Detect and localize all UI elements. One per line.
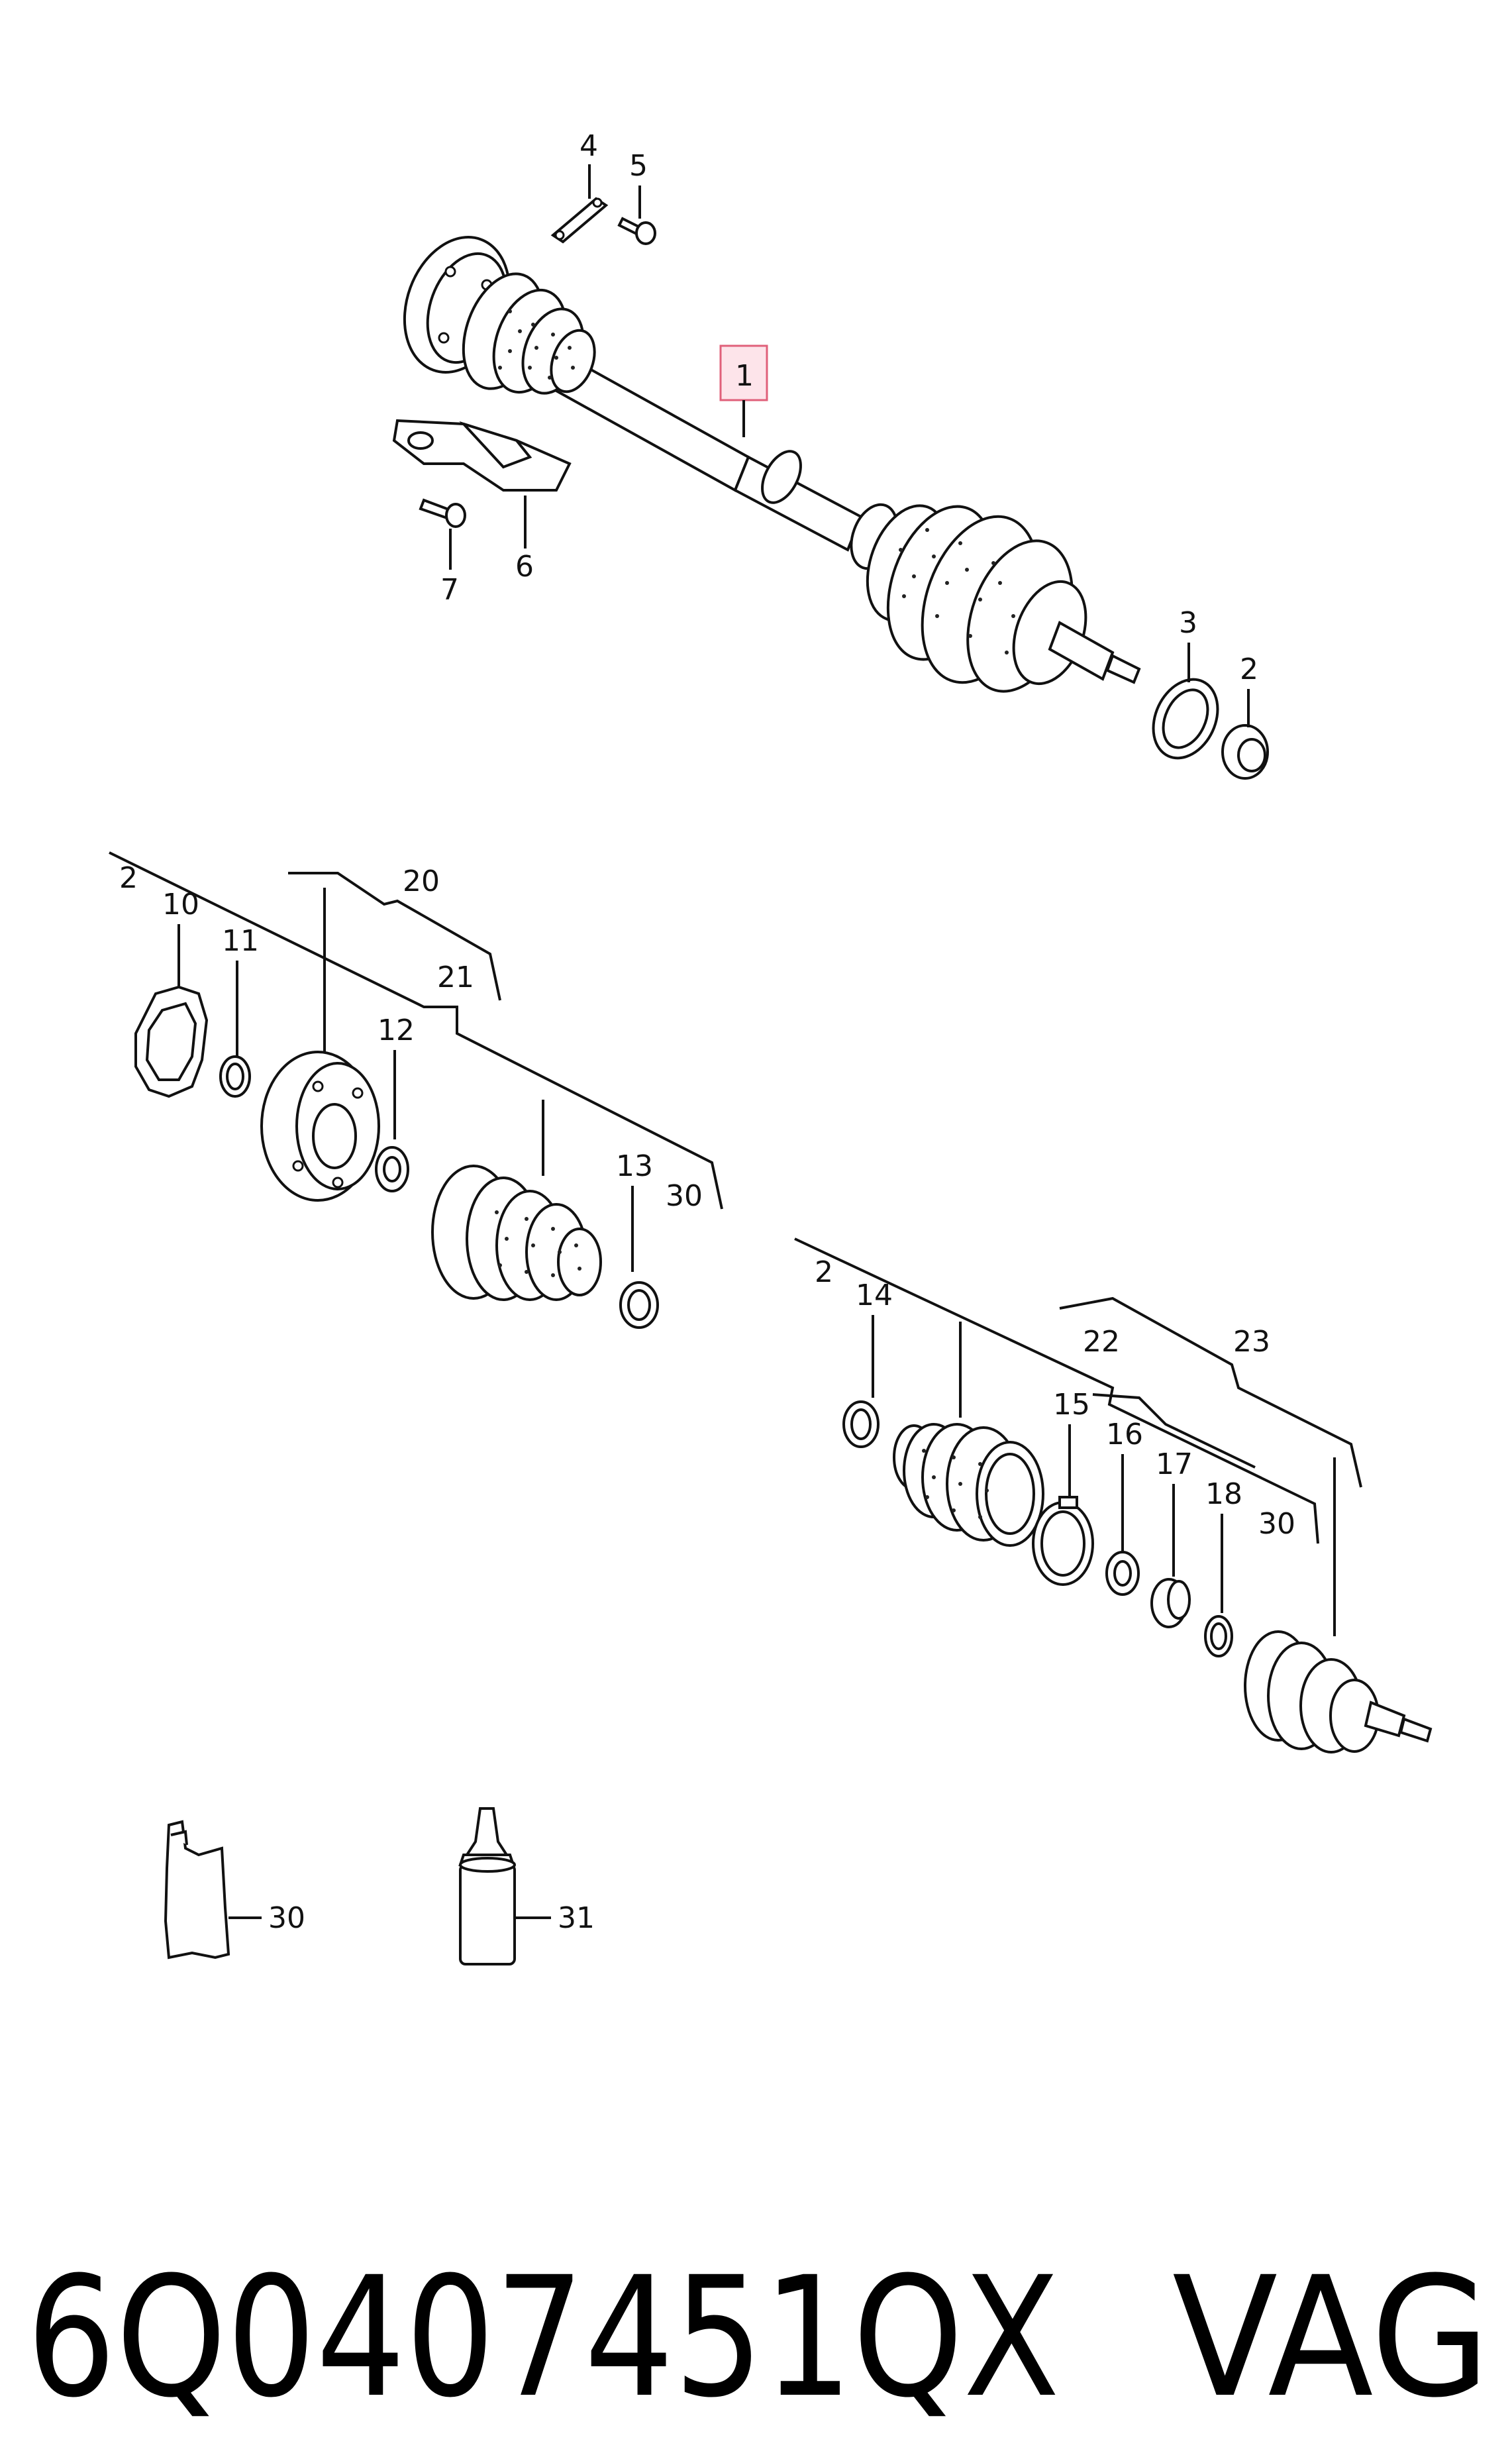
callout-3: 3 <box>1179 606 1197 640</box>
callout-12: 12 <box>378 1014 415 1047</box>
part-16-washer <box>1105 1551 1140 1596</box>
part-22-boot <box>893 1423 1044 1547</box>
callout-2-mid: 2 <box>119 861 138 895</box>
part-18-circlip <box>1204 1615 1233 1657</box>
callout-17: 17 <box>1156 1447 1193 1481</box>
part-21-boot <box>431 1165 602 1301</box>
callout-13: 13 <box>616 1149 653 1183</box>
part-6-heat-shield <box>392 419 572 492</box>
callout-14: 14 <box>856 1279 893 1312</box>
part-17-cap <box>1150 1578 1191 1628</box>
brand-label: VAG <box>1172 2241 1490 2434</box>
part-number: 6Q0407451QX <box>26 2241 1060 2434</box>
part-13-clamp <box>619 1281 659 1329</box>
part-2-nut <box>1221 724 1269 780</box>
part-4-plate <box>550 197 609 244</box>
callout-7: 7 <box>440 573 459 607</box>
part-12-washer <box>375 1146 409 1192</box>
part-31-sealant-bottle <box>458 1807 516 1965</box>
callout-30-right: 30 <box>1258 1507 1295 1541</box>
part-3-ring <box>1152 678 1219 760</box>
callout-1: 1 <box>735 359 754 393</box>
callout-30-bottom: 30 <box>268 1901 305 1935</box>
part-10-gasket <box>134 985 209 1098</box>
part-15-clamp <box>1032 1496 1094 1586</box>
callout-11: 11 <box>222 924 259 958</box>
callout-10: 10 <box>162 888 199 921</box>
part-11-circlip <box>219 1055 251 1098</box>
callout-18: 18 <box>1205 1477 1242 1511</box>
inner-cv-joint <box>850 503 1141 693</box>
part-20-joint-housing <box>260 1051 380 1202</box>
callout-5: 5 <box>629 149 648 183</box>
part-7-bolt <box>419 498 466 528</box>
callout-2-right: 2 <box>815 1255 833 1289</box>
callout-30-mid: 30 <box>666 1179 703 1213</box>
callout-31: 31 <box>558 1901 595 1935</box>
callout-21: 21 <box>437 961 474 994</box>
callout-20: 20 <box>403 864 440 898</box>
outer-cv-joint <box>403 236 596 395</box>
part-14-clamp <box>842 1400 880 1448</box>
callout-6: 6 <box>515 550 534 584</box>
callout-15: 15 <box>1053 1388 1090 1422</box>
part-23-outer-joint <box>1244 1630 1433 1754</box>
callout-16: 16 <box>1106 1418 1143 1451</box>
callout-2-top: 2 <box>1240 653 1258 686</box>
drive-shaft-assembly <box>403 236 1141 693</box>
highlight-box <box>719 344 768 401</box>
part-5-bolt <box>617 217 656 245</box>
callout-22: 22 <box>1083 1325 1120 1359</box>
part-30-grease-tube <box>164 1820 230 1960</box>
callout-23: 23 <box>1233 1325 1270 1359</box>
callout-4: 4 <box>580 129 598 163</box>
